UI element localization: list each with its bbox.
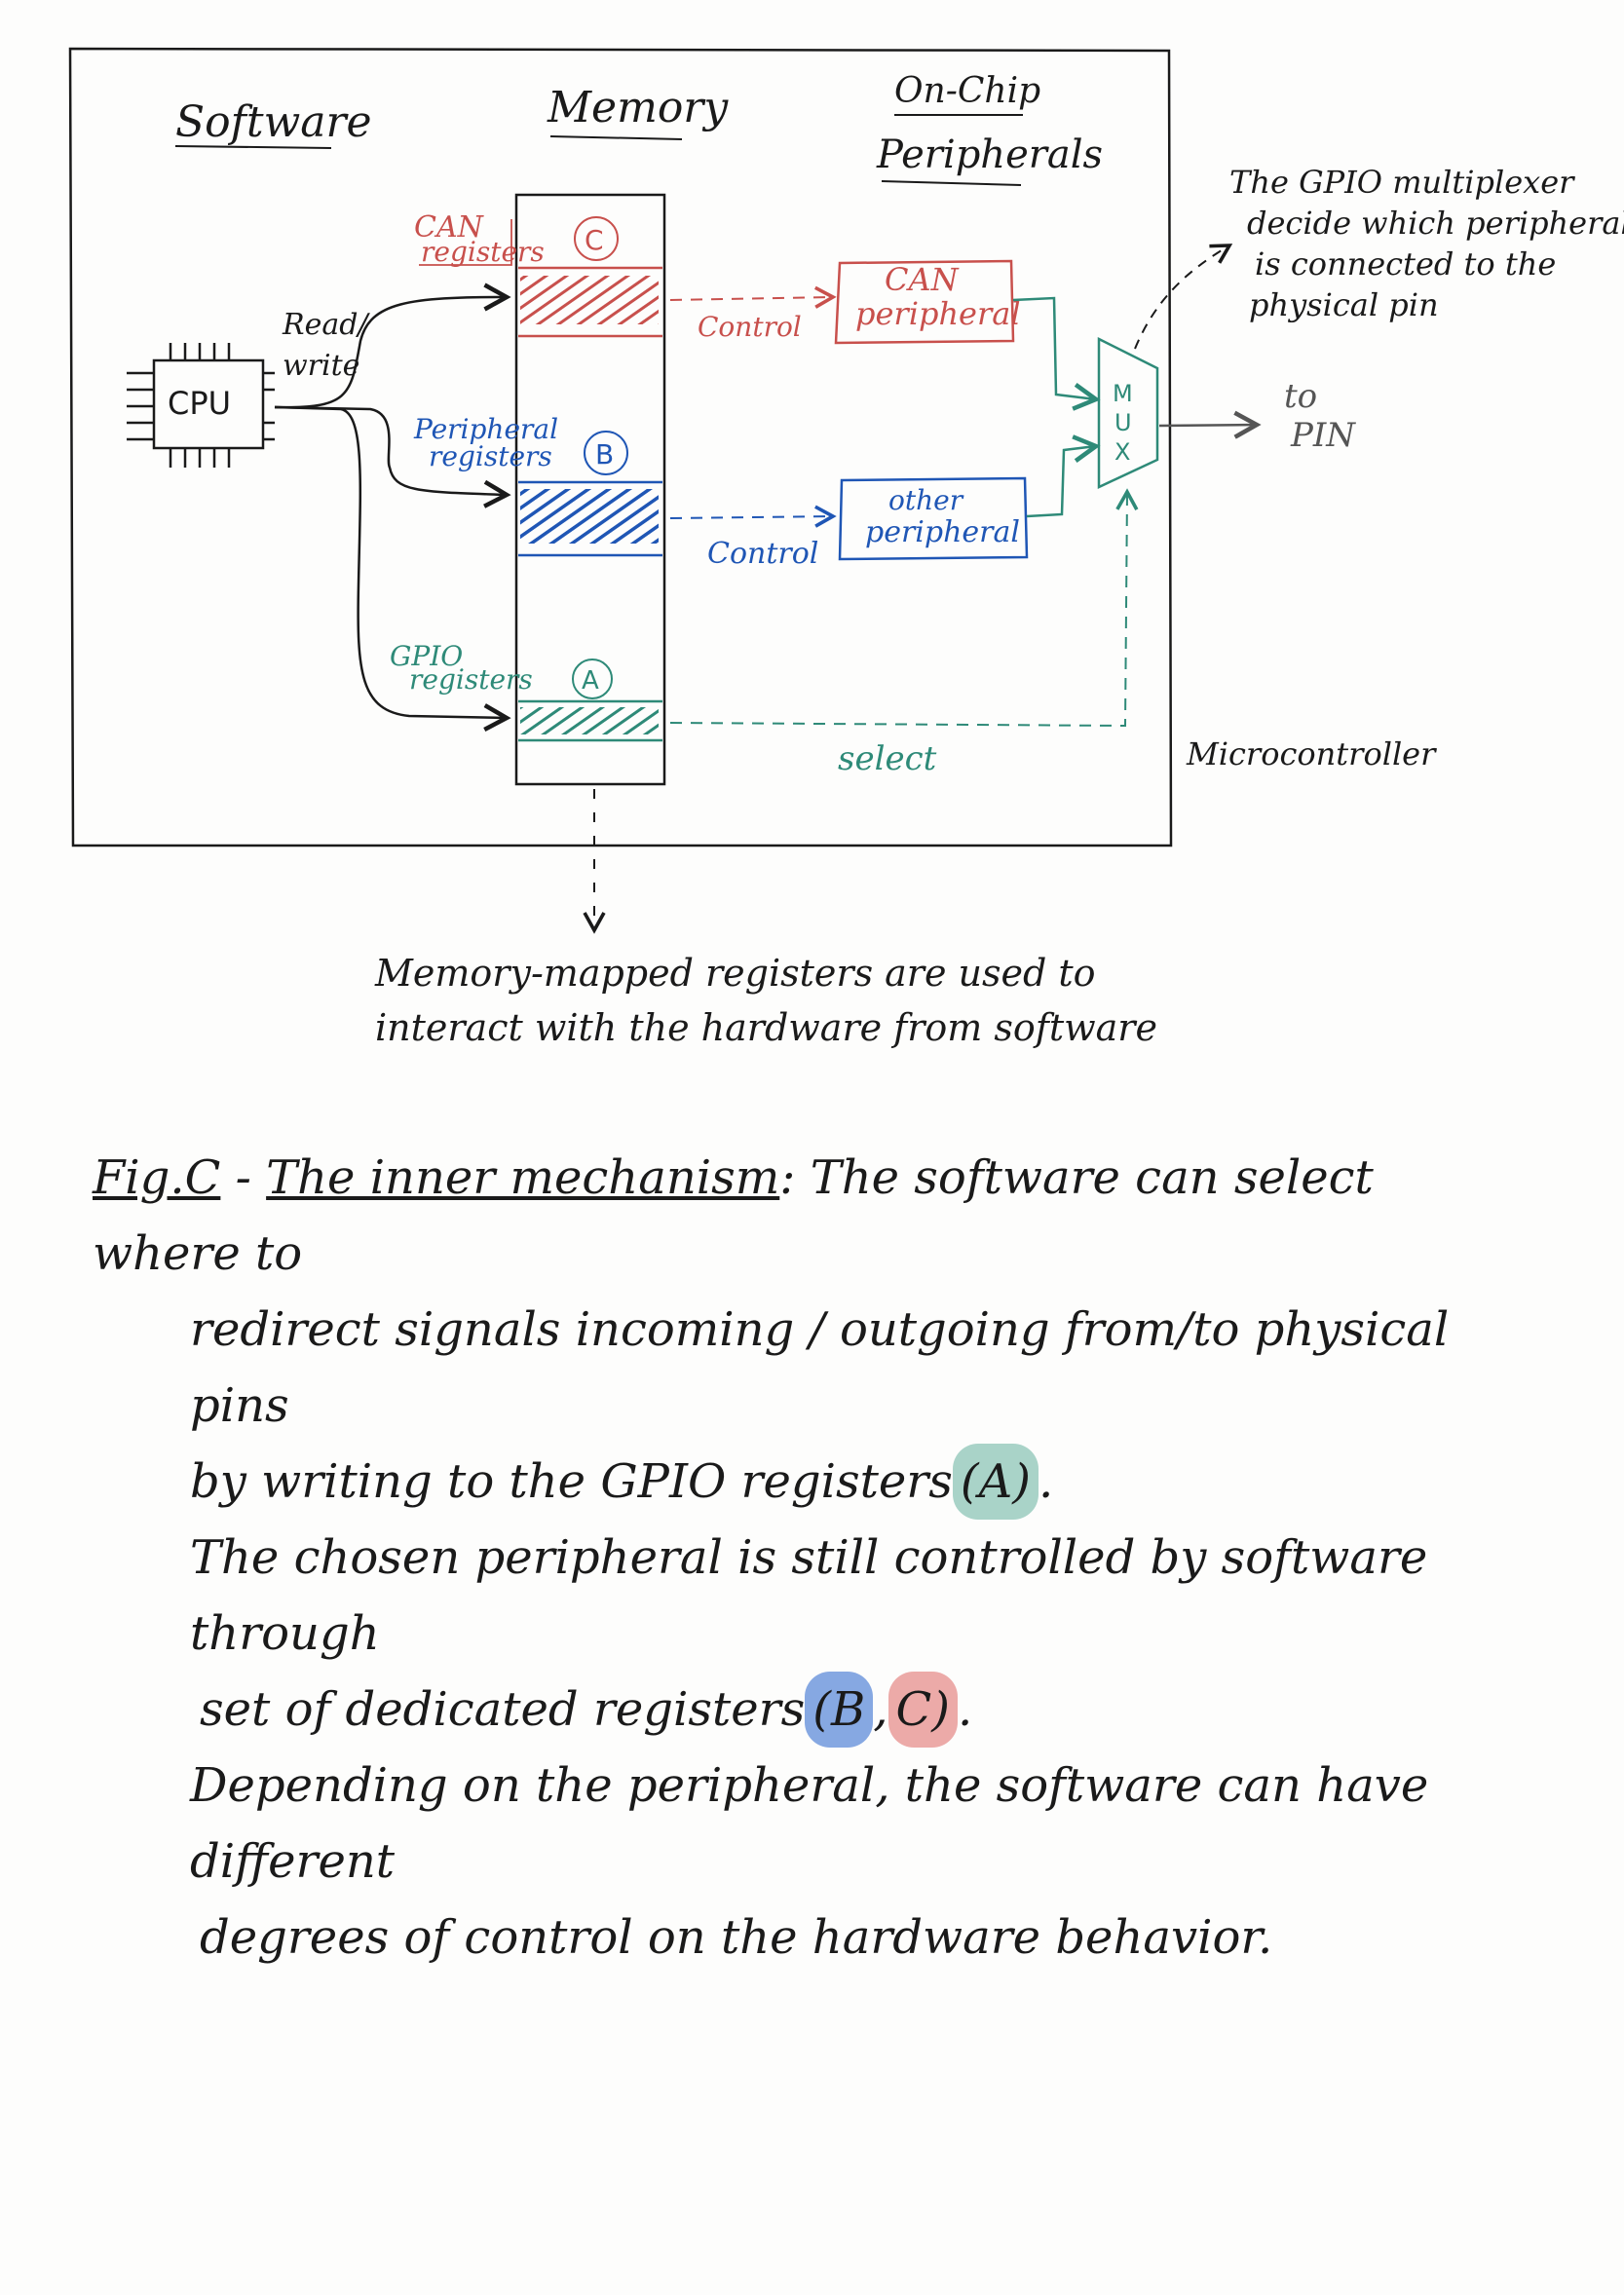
peripheral-register-slot xyxy=(520,489,659,544)
caption-line-3: by writing to the GPIO registers(A). xyxy=(93,1444,1505,1520)
caption-comma: , xyxy=(873,1682,888,1737)
other-control-label: Control xyxy=(707,537,818,571)
caption-line3-text: by writing to the GPIO registers xyxy=(190,1454,953,1509)
caption-line-4: The chosen peripheral is still controlle… xyxy=(190,1530,1428,1661)
gpio-register-marker: A xyxy=(582,666,599,696)
onchip-header-line2: Peripherals xyxy=(876,132,1103,177)
gpio-select-arrow xyxy=(669,488,1139,728)
figure-caption: Fig.C - The inner mechanism: The softwar… xyxy=(93,1140,1505,1975)
figure-label: Fig.C xyxy=(93,1150,221,1205)
can-register-slot xyxy=(520,276,659,324)
caption-line-2: redirect signals incoming / outgoing fro… xyxy=(190,1302,1450,1433)
mux-note-line4: physical pin xyxy=(1249,286,1439,323)
peripheral-marker-highlight: (B xyxy=(805,1672,874,1748)
caption-line3-end: . xyxy=(1039,1454,1054,1509)
mux-block: M U X xyxy=(1097,336,1159,489)
can-registers-label-line2: registers xyxy=(421,236,545,268)
mux-input-arrows xyxy=(1012,296,1101,518)
other-peripheral-label-line2: peripheral xyxy=(865,515,1020,549)
microcontroller-frame xyxy=(68,47,1173,847)
caption-line-7: degrees of control on the hardware behav… xyxy=(200,1910,1273,1965)
read-write-label-line1: Read/ xyxy=(282,308,370,342)
other-peripheral-box: other peripheral xyxy=(838,476,1029,561)
mux-letter-m: M xyxy=(1113,380,1133,407)
caption-line-6: Depending on the peripheral, the softwar… xyxy=(190,1758,1429,1889)
gpio-register-slot xyxy=(520,707,659,734)
can-registers-label-line1: CAN xyxy=(414,210,485,245)
can-peripheral-label-line2: peripheral xyxy=(855,295,1021,332)
caption-line5-end: . xyxy=(957,1682,973,1737)
caption-line1-text: The software can select where to xyxy=(93,1150,1374,1281)
can-marker-highlight: C) xyxy=(888,1672,958,1748)
caption-line-5: set of dedicated registers(B,C). xyxy=(93,1672,1505,1748)
to-pin-label-line2: PIN xyxy=(1290,416,1356,455)
caption-separator: : xyxy=(779,1150,811,1205)
cpu-bus-arrows xyxy=(274,282,511,733)
gpio-marker-highlight: (A) xyxy=(952,1444,1039,1520)
cpu-chip: CPU xyxy=(127,343,275,468)
mux-letter-x: X xyxy=(1114,438,1130,466)
gpio-register-group: GPIO registers A xyxy=(390,640,662,742)
mux-note-line3: is connected to the xyxy=(1255,245,1556,282)
can-control-label: Control xyxy=(698,311,802,343)
caption-line5-text: set of dedicated registers xyxy=(200,1682,806,1737)
microcontroller-label: Microcontroller xyxy=(1186,735,1437,772)
architecture-diagram: Software Memory On-Chip Peripherals CPU … xyxy=(68,47,1624,1049)
onchip-header-line1: On-Chip xyxy=(894,71,1040,111)
read-write-label-line2: write xyxy=(283,349,359,383)
peripheral-register-marker: B xyxy=(595,438,614,470)
caption-line-1: Fig.C - The inner mechanism: The softwar… xyxy=(93,1140,1505,1292)
can-register-marker: C xyxy=(585,224,604,256)
caption-dash: - xyxy=(220,1150,267,1205)
mux-note-line2: decide which peripheral xyxy=(1247,205,1624,242)
software-header: Software xyxy=(175,97,372,147)
cpu-label: CPU xyxy=(168,385,231,422)
can-control-arrow xyxy=(669,285,837,309)
memory-note-line1: Memory-mapped registers are used to xyxy=(374,952,1096,995)
memory-header: Memory xyxy=(547,83,729,132)
gpio-registers-label-line2: registers xyxy=(409,663,533,696)
peripheral-registers-label-line2: registers xyxy=(429,440,552,472)
figure-title: The inner mechanism xyxy=(266,1150,780,1205)
memory-block xyxy=(514,193,666,786)
peripheral-register-group: Peripheral registers B xyxy=(413,413,662,557)
other-peripheral-label-line1: other xyxy=(888,484,964,516)
mux-note-pointer xyxy=(1134,244,1233,350)
can-register-group: CAN registers C xyxy=(414,210,662,338)
mux-note-line1: The GPIO multiplexer xyxy=(1229,164,1575,201)
select-label: select xyxy=(838,739,937,778)
can-peripheral-box: CAN peripheral xyxy=(834,259,1021,345)
mux-letter-u: U xyxy=(1114,409,1132,436)
gpio-registers-label-line1: GPIO xyxy=(390,640,463,672)
peripheral-registers-label-line1: Peripheral xyxy=(413,413,558,445)
memory-note-line2: interact with the hardware from software xyxy=(375,1006,1157,1049)
can-peripheral-label-line1: CAN xyxy=(885,261,960,298)
to-pin-label-line1: to xyxy=(1284,377,1317,416)
mux-output-arrow xyxy=(1158,410,1262,439)
other-control-arrow xyxy=(669,505,837,528)
